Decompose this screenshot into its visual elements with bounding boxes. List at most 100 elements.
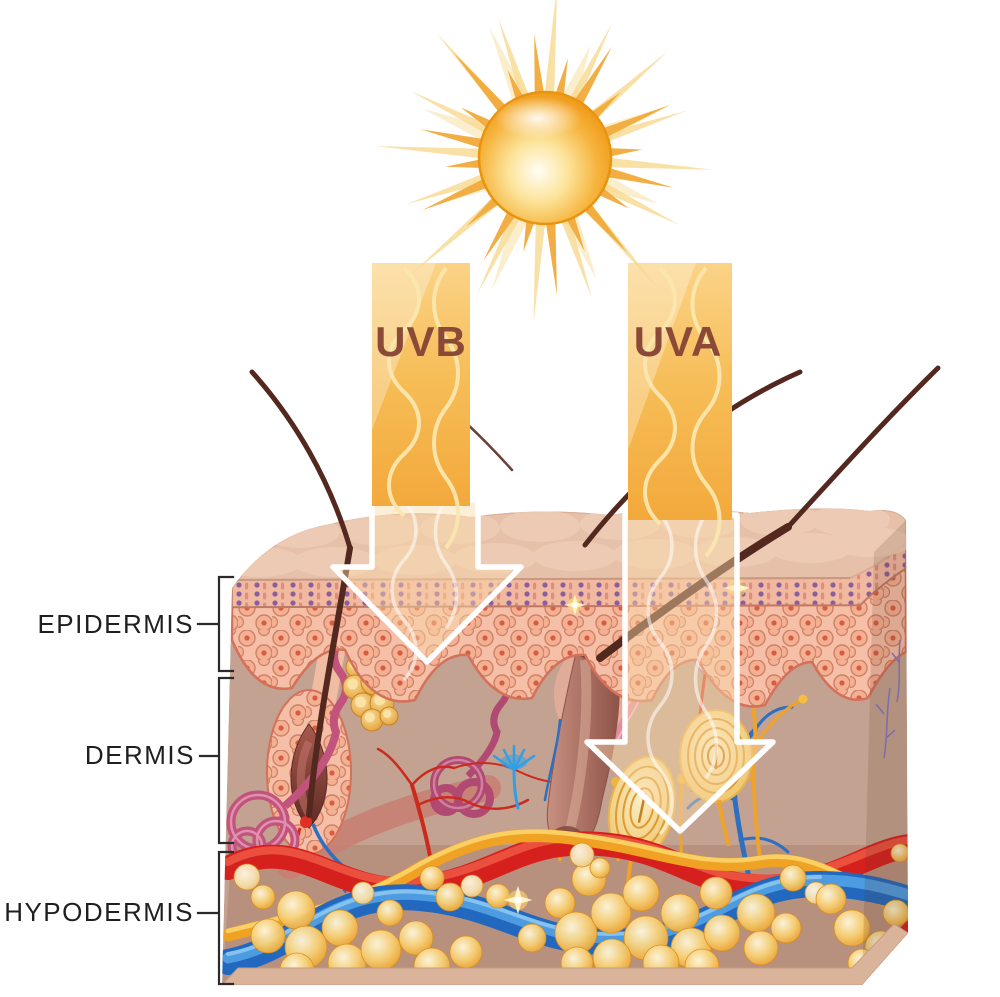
fat-cell	[460, 874, 484, 898]
sun-ray	[602, 157, 713, 170]
sebaceous-lobe-center	[383, 709, 392, 718]
hypodermis-bracket	[196, 850, 235, 986]
sun-ray	[594, 104, 671, 142]
fat-cell	[485, 883, 511, 909]
fat-cell	[703, 914, 741, 952]
capillary-dot	[300, 816, 312, 828]
sun-ray	[566, 23, 612, 109]
uva-label: UVA	[634, 318, 723, 365]
surface-bump	[222, 547, 302, 577]
fat-cell	[517, 923, 547, 953]
sun-ray	[569, 46, 612, 113]
sun-ray	[558, 211, 592, 299]
sparkle-icon	[503, 885, 533, 915]
surface-bump	[500, 510, 580, 542]
sun-ray	[577, 196, 628, 254]
sebaceous-lobe-center	[355, 696, 366, 708]
epidermis-bracket	[196, 575, 235, 673]
sun-ray	[544, 0, 557, 101]
fat-cell	[833, 909, 871, 947]
fat-cell	[590, 892, 632, 934]
surface-bump	[340, 514, 420, 546]
hypodermis-label: HYPODERMIS	[4, 897, 194, 927]
sun-rays	[375, 0, 713, 323]
sun-ray	[453, 52, 513, 120]
sun-ray	[598, 110, 687, 145]
fat-cell	[276, 890, 316, 930]
fat-cell	[398, 920, 434, 956]
sun-ray	[410, 91, 496, 137]
uv-wave-line	[690, 266, 722, 558]
uvb-label: UVB	[375, 318, 467, 365]
epidermis-label: EPIDERMIS	[37, 609, 194, 639]
hair	[249, 369, 353, 551]
sun-ray	[598, 165, 674, 188]
hair-shaft	[306, 545, 353, 818]
fat-cell	[376, 899, 404, 927]
uva-ray-band: UVA	[628, 263, 732, 558]
uv-wave-line	[432, 266, 460, 550]
fat-cell	[699, 876, 733, 910]
surface-bumps	[222, 508, 908, 577]
sun-ray	[533, 215, 546, 323]
uv-wave-line	[390, 498, 418, 682]
sun-gloss	[494, 97, 582, 139]
surface-bump	[828, 527, 908, 557]
krause-bulb	[492, 744, 536, 810]
fat-cell	[815, 883, 847, 915]
uvb-arrow	[330, 497, 524, 682]
uv-wave-line	[433, 498, 459, 630]
fat-cell	[589, 857, 611, 879]
skin-block	[222, 508, 908, 985]
layer-annotations: EPIDERMIS DERMIS HYPODERMIS	[4, 575, 235, 986]
fat-cell	[622, 874, 660, 912]
fat-cell	[890, 843, 908, 863]
uv-wave-line	[387, 266, 421, 518]
fat-cell	[435, 882, 465, 912]
sun-icon	[375, 0, 713, 323]
fat-cell	[544, 887, 576, 919]
sun-ray	[491, 205, 533, 290]
surface-bump	[373, 545, 457, 575]
fat-cell	[351, 881, 375, 905]
dermis-bracket	[198, 676, 235, 845]
fat-cell	[250, 918, 286, 954]
uvb-ray-band: UVB	[372, 263, 470, 550]
dermis-label: DERMIS	[85, 740, 195, 770]
fat-cell	[770, 912, 802, 944]
fat-cell	[233, 863, 261, 891]
fat-cell	[660, 893, 700, 933]
sun-ray	[375, 146, 488, 159]
fat-cell	[250, 884, 276, 910]
hair	[785, 365, 941, 530]
sun-ray	[422, 108, 498, 146]
uv-wave-line	[646, 512, 674, 836]
skin-surface	[222, 508, 908, 592]
uv-wave-line	[693, 512, 719, 780]
sun-ray	[544, 213, 557, 296]
fat-cell	[321, 909, 359, 947]
fat-cell	[449, 935, 483, 969]
surface-bump	[533, 541, 617, 571]
surface-bump	[260, 516, 340, 548]
fat-cell	[360, 929, 402, 971]
nerve-twigs-right-face	[875, 639, 901, 759]
fat-cell	[736, 893, 776, 933]
sun-ray	[483, 203, 521, 261]
uv-wave-line	[643, 266, 677, 526]
fat-cell	[779, 864, 807, 892]
sun-ray	[498, 17, 532, 105]
surface-bump	[613, 539, 697, 569]
sun-ray	[534, 34, 546, 103]
sun-ray	[420, 129, 492, 151]
fat-cell	[419, 865, 445, 891]
sun-ray	[594, 179, 680, 225]
sebaceous-lobe-center	[347, 678, 358, 690]
hair-follicle-center	[546, 641, 626, 851]
fat-cell	[569, 842, 595, 868]
sun-ray	[406, 171, 492, 205]
uva-arrow	[584, 512, 776, 836]
sparkle-icon	[564, 594, 586, 616]
